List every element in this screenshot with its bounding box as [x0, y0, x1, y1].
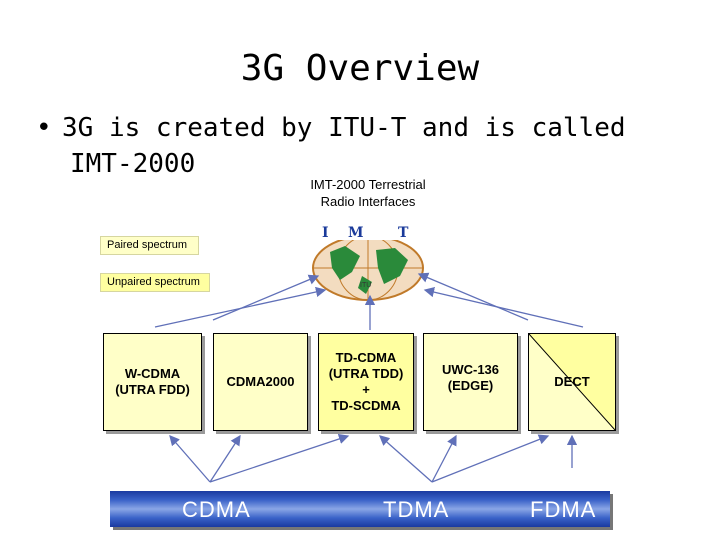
access-method-tdma: TDMA — [383, 497, 450, 522]
diagram-heading-line2: Radio Interfaces — [320, 194, 416, 209]
logo-sub-text: ITU — [360, 282, 371, 289]
interface-label-cdma2000: CDMA2000 — [226, 374, 295, 389]
interface-label-tdcdma: TD-CDMA (UTRA TDD) + TD-SCDMA — [328, 350, 404, 413]
interface-box-dect: DECT — [528, 333, 616, 431]
bullet-text-continued: IMT-2000 — [70, 149, 196, 179]
bullet-dot: • — [36, 113, 52, 143]
bullet-text: 3G is created by ITU-T and is called — [62, 113, 626, 143]
arrows-from-access-methods — [169, 433, 578, 483]
imt-globe-logo: I M T ITU — [312, 225, 424, 301]
interface-label-uwc136: UWC-136 (EDGE) — [441, 362, 500, 393]
diagram-heading: IMT-2000 Terrestrial Radio Interfaces — [268, 176, 468, 210]
interface-box-wcdma: W-CDMA (UTRA FDD) — [103, 333, 202, 431]
logo-letter-t: T — [398, 225, 409, 241]
legend-unpaired-spectrum: Unpaired spectrum — [100, 273, 210, 292]
interface-label-wcdma: W-CDMA (UTRA FDD) — [115, 366, 190, 397]
logo-letter-i: I — [322, 225, 329, 241]
legend-paired-spectrum: Paired spectrum — [100, 236, 199, 255]
logo-letter-m: M — [348, 225, 364, 241]
access-method-bar — [110, 491, 610, 527]
interface-box-cdma2000: CDMA2000 — [213, 333, 308, 431]
dect-split-background — [529, 334, 615, 430]
access-method-fdma: FDMA — [530, 497, 597, 522]
diagram-heading-line1: IMT-2000 Terrestrial — [310, 177, 426, 192]
slide-title: 3G Overview — [240, 48, 480, 89]
interface-box-uwc136: UWC-136 (EDGE) — [423, 333, 518, 431]
bullet-item: • 3G is created by ITU-T and is called — [36, 110, 626, 146]
arrows-to-imt — [154, 272, 584, 330]
access-method-cdma: CDMA — [182, 497, 251, 522]
interface-label-dect: DECT — [554, 374, 590, 389]
interface-box-tdcdma: TD-CDMA (UTRA TDD) + TD-SCDMA — [318, 333, 414, 431]
